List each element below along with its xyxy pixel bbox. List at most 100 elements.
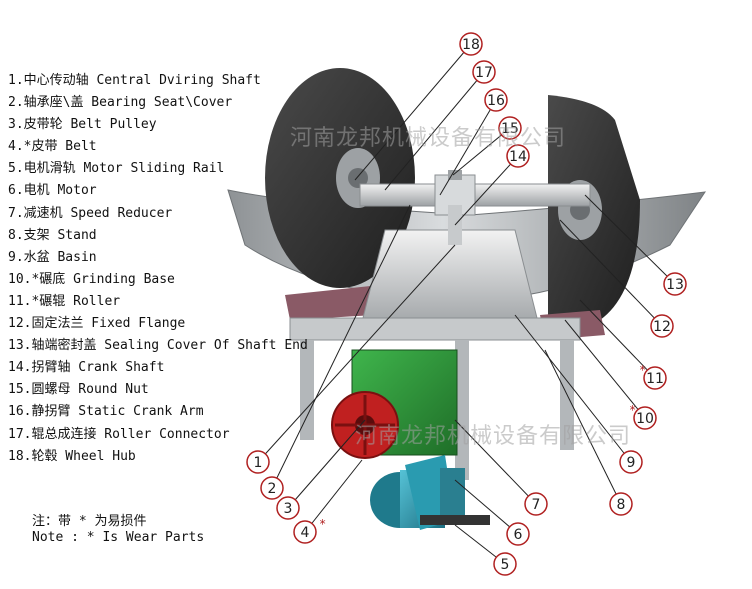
shaft-assembly [359,170,591,245]
leader-line [452,127,511,176]
leader-line [354,43,472,181]
leader-line [544,349,622,505]
motor-sliding-rail [420,515,490,525]
callout-circle [633,406,657,430]
central-column [289,229,581,480]
callout-number: 9 [627,455,636,471]
wear-part-star: * [629,403,636,417]
leader-line [559,219,663,327]
legend: 1.中心传动轴 Central Dviring Shaft 2.轴承座\盖 Be… [8,70,348,468]
leader-line [514,314,632,463]
callout-circle [663,272,687,296]
legend-item: 3.皮带轮 Belt Pulley [8,117,157,133]
callout-number: 17 [475,65,493,81]
callout-number: 10 [636,411,654,427]
note-cn: 注：带 * 为易损件 [32,514,147,529]
callout-16: 16 [439,88,508,196]
callout-18: 18 [354,32,483,181]
note-en: Note : * Is Wear Parts [32,530,205,545]
callout-4: 4* [293,459,363,544]
leader-line [271,204,411,489]
callout-number: 6 [514,527,523,543]
leader-line [584,194,676,285]
callout-7: 7 [454,419,548,516]
callout-number: 13 [666,277,684,293]
callout-number: 4 [301,525,310,541]
callout-circle [472,60,496,84]
callout-13: 13 [584,194,687,296]
legend-item: 2.轴承座\盖 Bearing Seat\Cover [8,95,233,111]
callout-number: 2 [268,481,277,497]
legend-item: 17.辊总成连接 Roller Connector [8,426,230,442]
callout-15: 15 [452,116,522,176]
leader-line [287,419,366,509]
leader-line [257,244,456,463]
callout-11: 11* [579,299,667,390]
leader-line [454,155,519,226]
legend-item: 12.固定法兰 Fixed Flange [8,316,186,332]
callout-14: 14 [454,144,530,226]
callout-8: 8 [544,349,633,516]
leader-line [579,299,656,379]
legend-item: 13.轴端密封盖 Sealing Cover Of Shaft End [8,338,308,354]
callout-circle [293,520,317,544]
legend-item: 16.静拐臂 Static Crank Arm [8,404,204,420]
callout-number: 15 [501,121,519,137]
legend-item: 15.圆螺母 Round Nut [8,382,149,398]
legend-item: 5.电机滑轨 Motor Sliding Rail [8,161,225,177]
wear-part-star: * [639,363,646,377]
callout-circle [524,492,548,516]
callout-number: 1 [254,455,263,471]
callout-number: 5 [501,557,510,573]
callout-2: 2 [260,204,411,500]
leader-line [439,99,497,196]
belt-pulley [331,391,399,459]
callout-circle [650,314,674,338]
callout-circle [459,32,483,56]
callout-circle [276,496,300,520]
leader-line [384,71,485,191]
callout-3: 3 [276,419,366,520]
callout-circle [609,492,633,516]
callout-number: 12 [653,319,671,335]
callout-number: 18 [462,37,480,53]
callout-10: 10* [564,319,657,430]
wear-part-star: * [319,517,326,531]
callout-9: 9 [514,314,643,474]
callout-circle [246,450,270,474]
callout-1: 1 [246,244,456,474]
callout-number: 8 [617,497,626,513]
leader-line [304,459,363,533]
callout-12: 12 [559,219,674,338]
legend-item: 1.中心传动轴 Central Dviring Shaft [8,73,261,88]
callout-circle [619,450,643,474]
legend-item: 8.支架 Stand [8,227,97,243]
legend-item: 10.*碾底 Grinding Base [8,271,175,287]
callout-circle [643,366,667,390]
callout-5: 5 [454,524,517,576]
legend-item: 7.减速机 Speed Reducer [8,205,173,221]
watermark-top: 河南龙邦机械设备有限公司 [290,126,567,151]
legend-item: 18.轮毂 Wheel Hub [8,448,136,464]
callout-number: 7 [532,497,541,513]
callout-circle [260,476,284,500]
callout-number: 3 [284,501,293,517]
callout-17: 17 [384,60,496,191]
callout-6: 6 [454,479,530,546]
legend-item: 6.电机 Motor [8,183,97,199]
watermark-bottom: 河南龙邦机械设备有限公司 [355,424,632,449]
callout-circle [493,552,517,576]
leader-line [454,419,537,505]
callout-circle [506,522,530,546]
legend-item: 14.拐臂轴 Crank Shaft [8,360,165,376]
legend-item: 9.水盆 Basin [8,249,97,265]
legend-item: 4.*皮带 Belt [8,139,97,155]
callout-number: 11 [646,371,664,387]
callout-number: 16 [487,93,505,109]
leader-line [454,479,519,535]
legend-item: 11.*碾辊 Roller [8,293,121,309]
callout-number: 14 [509,149,527,165]
callout-circle [484,88,508,112]
